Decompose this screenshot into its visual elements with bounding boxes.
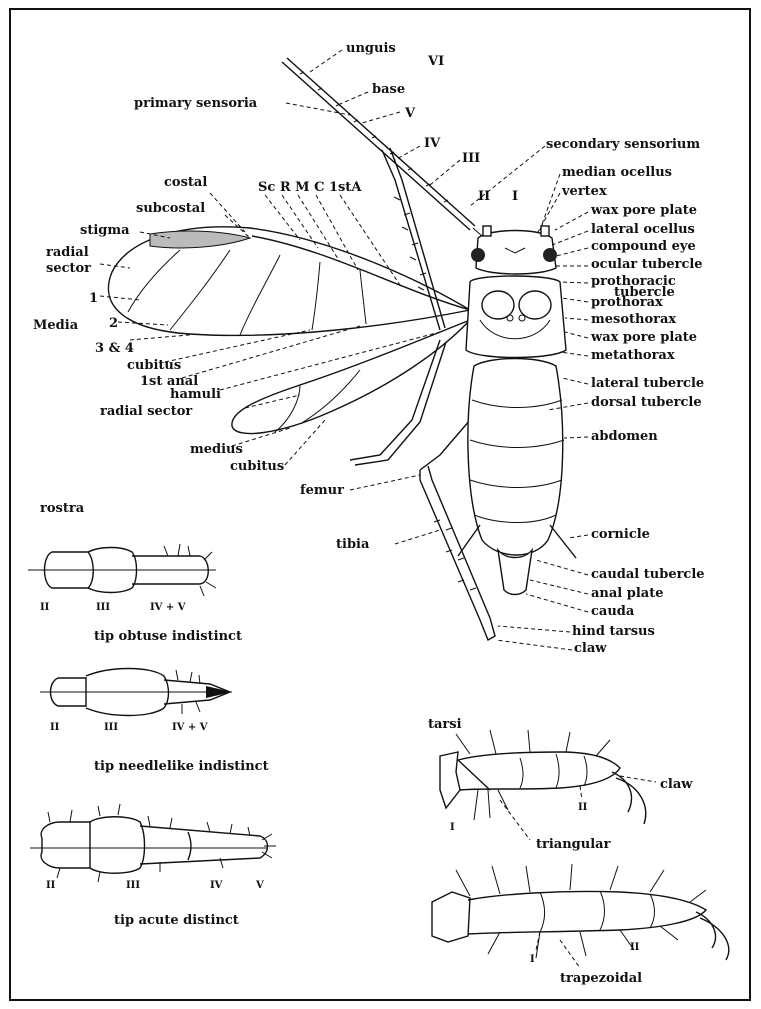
label-cornicle: cornicle <box>591 527 650 542</box>
thorax <box>466 276 566 358</box>
tarsi-panel: tarsi I II claw triangular <box>428 717 729 986</box>
rostra-panel: rostra II III IV + V tip obtuse indistin… <box>28 501 276 928</box>
label-anal-plate: anal plate <box>591 586 664 601</box>
rostrum-needle-iii: III <box>104 722 118 733</box>
rostrum-acute-v: V <box>255 880 264 891</box>
tarsus-triangular-ii: II <box>578 802 588 813</box>
tarsus-triangular: I II claw triangular <box>440 730 693 852</box>
stigma-shape <box>150 231 250 248</box>
rostrum-acute-iv: IV <box>210 880 223 891</box>
label-radial: radial <box>46 245 89 260</box>
label-cubitus: cubitus <box>127 358 181 373</box>
tarsus-triangular-i: I <box>450 822 455 833</box>
label-claw: claw <box>574 641 607 656</box>
label-roman-iii: III <box>462 151 480 166</box>
label-wing-veins: Sc R M C 1stA <box>258 180 362 195</box>
rostrum-acute: II III IV V tip acute distinct <box>30 804 276 928</box>
label-base: base <box>372 82 405 97</box>
fore-wing <box>108 227 470 336</box>
rostrum-needle-iv-v: IV + V <box>172 722 208 733</box>
aphid-body <box>458 226 576 595</box>
label-abdomen: abdomen <box>591 429 658 444</box>
label-media-2: 2 <box>109 316 118 331</box>
rostrum-needle-ii: II <box>50 722 60 733</box>
rostrum-obtuse-caption: tip obtuse indistinct <box>94 629 242 644</box>
rostrum-obtuse-ii: II <box>40 602 50 613</box>
label-roman-vi: VI <box>427 54 444 69</box>
tarsi-title: tarsi <box>428 717 462 732</box>
label-roman-v: V <box>404 106 416 121</box>
compound-eye-left <box>471 248 485 262</box>
label-femur: femur <box>300 483 344 498</box>
label-roman-iv: IV <box>424 136 441 151</box>
rostrum-acute-caption: tip acute distinct <box>114 913 239 928</box>
label-hind-tarsus: hind tarsus <box>572 624 655 639</box>
label-compound-eye: compound eye <box>591 239 696 254</box>
label-medius: medius <box>190 442 243 457</box>
label-mesothorax: mesothorax <box>591 312 676 327</box>
label-primary-sensoria: primary sensoria <box>134 96 258 111</box>
label-media-3-4: 3 & 4 <box>95 341 134 356</box>
label-dorsal-tubercle: dorsal tubercle <box>591 395 702 410</box>
label-metathorax: metathorax <box>591 348 675 363</box>
tarsus-triangular-label: triangular <box>536 837 611 852</box>
label-costal: costal <box>164 175 207 190</box>
label-wax-pore-plate-thorax: wax pore plate <box>590 330 697 345</box>
label-stigma: stigma <box>80 223 130 238</box>
rostrum-acute-iii: III <box>126 880 140 891</box>
label-media: Media <box>33 318 79 333</box>
label-median-ocellus: median ocellus <box>562 165 672 180</box>
rostrum-obtuse-iii: III <box>96 602 110 613</box>
tarsus-trapezoidal-ii: II <box>630 942 640 953</box>
label-sector: sector <box>46 261 91 276</box>
tarsus-claw-label: claw <box>660 777 693 792</box>
label-caudal-tubercle: caudal tubercle <box>591 567 705 582</box>
label-vertex: vertex <box>561 184 607 199</box>
label-secondary-sensorium: secondary sensorium <box>546 137 700 152</box>
label-roman-i: I <box>512 189 518 204</box>
label-radial-sector: radial sector <box>100 404 192 419</box>
main-labels: unguis VI base primary sensoria V IV III… <box>33 41 705 656</box>
rostrum-needle-caption: tip needlelike indistinct <box>94 759 269 774</box>
label-hamuli: hamuli <box>170 387 221 402</box>
label-media-1: 1 <box>89 291 98 306</box>
tarsus-trapezoidal: I II trapezoidal <box>432 864 729 986</box>
rostrum-needle: II III IV + V tip needlelike indistinct <box>40 669 269 775</box>
rostrum-acute-ii: II <box>46 880 56 891</box>
tarsus-trapezoidal-label: trapezoidal <box>560 971 642 986</box>
label-roman-ii: II <box>478 189 490 204</box>
rostra-title: rostra <box>40 501 85 516</box>
label-lateral-tubercle: lateral tubercle <box>591 376 704 391</box>
label-tibia: tibia <box>336 537 370 552</box>
label-ocular-tubercle: ocular tubercle <box>591 257 703 272</box>
label-subcostal: subcostal <box>136 201 205 216</box>
compound-eye-right <box>543 248 557 262</box>
label-prothorax: prothorax <box>591 295 663 310</box>
rostrum-obtuse-iv-v: IV + V <box>150 602 186 613</box>
label-cubitus-hind: cubitus <box>230 459 284 474</box>
tarsus-trapezoidal-i: I <box>530 954 535 965</box>
label-cauda: cauda <box>591 604 635 619</box>
rostrum-obtuse: II III IV + V tip obtuse indistinct <box>28 544 242 644</box>
cauda <box>498 550 532 595</box>
label-wax-pore-plate-head: wax pore plate <box>590 203 697 218</box>
label-lateral-ocellus: lateral ocellus <box>591 222 695 237</box>
abdomen <box>468 359 563 556</box>
label-unguis: unguis <box>346 41 396 56</box>
